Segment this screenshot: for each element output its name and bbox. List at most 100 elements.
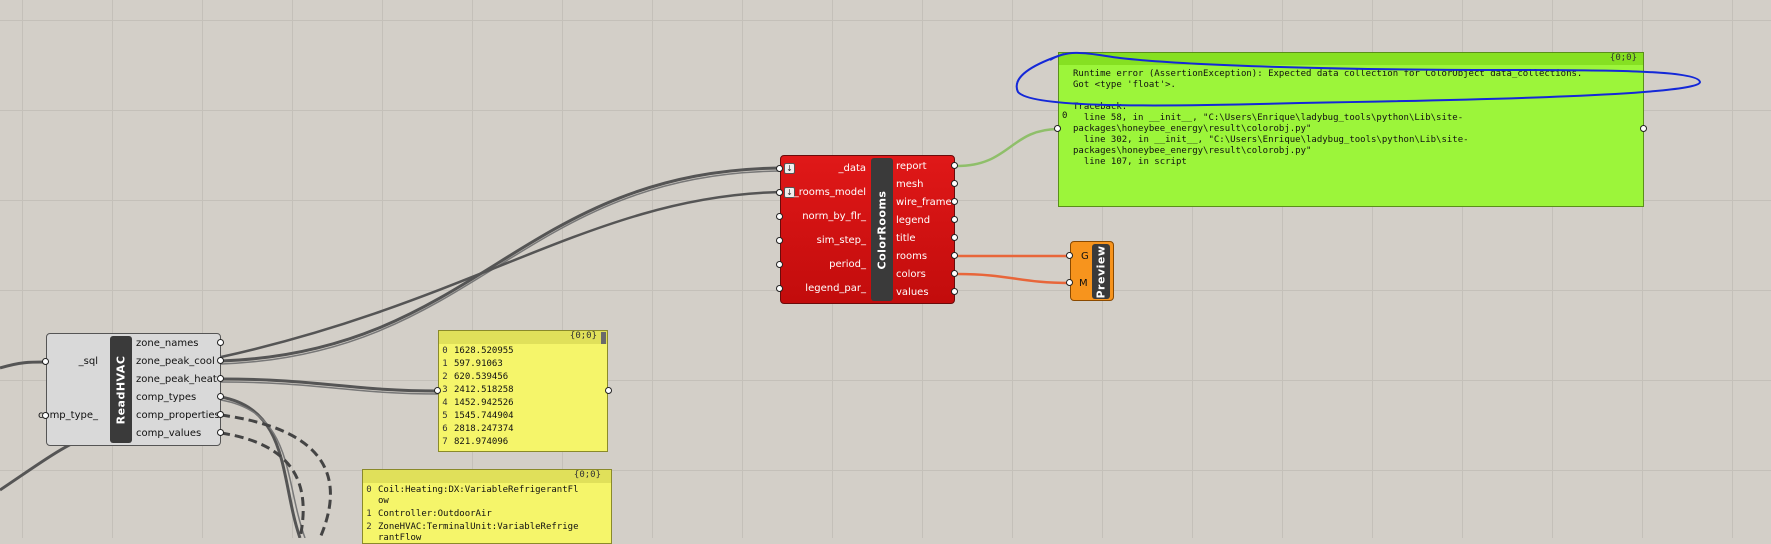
error-line-5: line 58, in __init__, "C:\Users\Enrique\… <box>1073 113 1464 123</box>
error-panel-header <box>1059 53 1643 65</box>
values-panel-scrollbar[interactable] <box>601 332 606 344</box>
grip-out-zone-peak-heat[interactable] <box>217 375 224 382</box>
grip-out-zone-names[interactable] <box>217 339 224 346</box>
grip-in-g[interactable] <box>1066 252 1073 259</box>
grip-out-comp-properties[interactable] <box>217 411 224 418</box>
input-arrow-icon[interactable]: ↓ <box>784 187 795 198</box>
types-panel-title: {0;0} <box>573 470 601 480</box>
list-item: rantFlow <box>378 533 422 543</box>
error-panel-title: {0;0} <box>1609 53 1637 63</box>
grip-out-rooms[interactable] <box>951 252 958 259</box>
annotation-stroke <box>1015 51 1702 107</box>
grip-out-error-panel[interactable] <box>1640 125 1647 132</box>
error-panel-index: 0 <box>1062 111 1068 121</box>
error-line-2: Got <type 'float'>. <box>1073 80 1176 90</box>
wire-peak-heat-panel-2 <box>220 381 441 395</box>
colorrooms-component[interactable]: ↓ _data ↓ _rooms_model norm_by_flr_ sim_… <box>780 155 955 304</box>
input-period-label: period_ <box>829 259 866 270</box>
input-rooms-model-label: _rooms_model <box>793 187 866 198</box>
grip-out-comp-types[interactable] <box>217 393 224 400</box>
grip-in-m[interactable] <box>1066 279 1073 286</box>
input-comp-type-label: comp_type_ <box>37 410 98 421</box>
output-zone-peak-cool-label: zone_peak_cool <box>136 356 215 367</box>
grip-in-sim-step[interactable] <box>776 237 783 244</box>
input-arrow-icon[interactable]: ↓ <box>784 163 795 174</box>
output-comp-properties-label: comp_properties <box>136 410 220 421</box>
preview-component[interactable]: G M Preview <box>1070 241 1114 301</box>
error-panel[interactable]: {0;0} 0 Runtime error (AssertionExceptio… <box>1058 52 1644 207</box>
grip-in-legend-par[interactable] <box>776 285 783 292</box>
grip-out-title[interactable] <box>951 234 958 241</box>
wire-sql-in <box>0 360 45 370</box>
output-wire-frame-label: wire_frame <box>896 197 952 208</box>
grip-out-legend[interactable] <box>951 216 958 223</box>
grip-in-comp-type[interactable] <box>42 412 49 419</box>
output-report-label: report <box>896 161 927 172</box>
grip-in-data[interactable] <box>776 165 783 172</box>
error-line-7: line 302, in __init__, "C:\Users\Enrique… <box>1073 135 1469 145</box>
readhvac-name-bar: ReadHVAC <box>110 336 132 443</box>
output-zone-names-label: zone_names <box>136 338 199 349</box>
wire-comp-values <box>220 431 305 538</box>
output-title-label: title <box>896 233 916 244</box>
grip-in-values-panel[interactable] <box>434 387 441 394</box>
grip-in-norm-by-flr[interactable] <box>776 213 783 220</box>
grip-in-period[interactable] <box>776 261 783 268</box>
grip-in-error-panel[interactable] <box>1054 125 1061 132</box>
grip-out-zone-peak-cool[interactable] <box>217 357 224 364</box>
input-data-label: _data <box>838 163 866 174</box>
readhvac-component[interactable]: _sql comp_type_ ReadHVAC zone_names zone… <box>38 333 221 446</box>
wire-peak-cool-data <box>220 166 788 363</box>
preview-name-bar: Preview <box>1092 244 1110 299</box>
grip-out-report[interactable] <box>951 162 958 169</box>
grip-in-rooms-model[interactable] <box>776 189 783 196</box>
error-line-1: Runtime error (AssertionException): Expe… <box>1073 69 1583 79</box>
input-sql-label: _sql <box>78 356 98 367</box>
grip-out-values[interactable] <box>951 288 958 295</box>
input-norm-by-flr-label: norm_by_flr_ <box>802 211 866 222</box>
input-legend-par-label: legend_par_ <box>805 283 866 294</box>
grip-out-comp-values[interactable] <box>217 429 224 436</box>
error-line-6: packages\honeybee_energy\result\colorobj… <box>1073 124 1312 134</box>
values-panel-header <box>439 331 607 344</box>
error-line-8: packages\honeybee_energy\result\colorobj… <box>1073 146 1312 156</box>
wire-comp-types-2 <box>220 399 306 538</box>
output-colors-label: colors <box>896 269 926 280</box>
wire-peak-heat-panel <box>220 377 441 393</box>
output-comp-types-label: comp_types <box>136 392 197 403</box>
wire-report-error <box>956 127 1060 168</box>
grip-out-mesh[interactable] <box>951 180 958 187</box>
error-line-4: Traceback: <box>1073 102 1128 112</box>
grip-out-wire-frame[interactable] <box>951 198 958 205</box>
list-item: ow <box>378 496 389 506</box>
output-rooms-label: rooms <box>896 251 928 262</box>
wire-colors-preview <box>956 272 1071 285</box>
grip-out-colors[interactable] <box>951 270 958 277</box>
wire-peak-cool-data-2 <box>220 170 788 365</box>
wire-comp-types <box>220 395 302 538</box>
output-legend-label: legend <box>896 215 931 226</box>
input-sim-step-label: sim_step_ <box>816 235 866 246</box>
wire-rooms-model <box>220 190 788 359</box>
values-panel-title: {0;0} <box>569 331 597 341</box>
grip-out-values-panel[interactable] <box>605 387 612 394</box>
grip-in-sql[interactable] <box>42 358 49 365</box>
output-zone-peak-heat-label: zone_peak_heat <box>136 374 217 385</box>
preview-input-m-label: M <box>1079 278 1088 289</box>
output-values-label: values <box>896 287 929 298</box>
